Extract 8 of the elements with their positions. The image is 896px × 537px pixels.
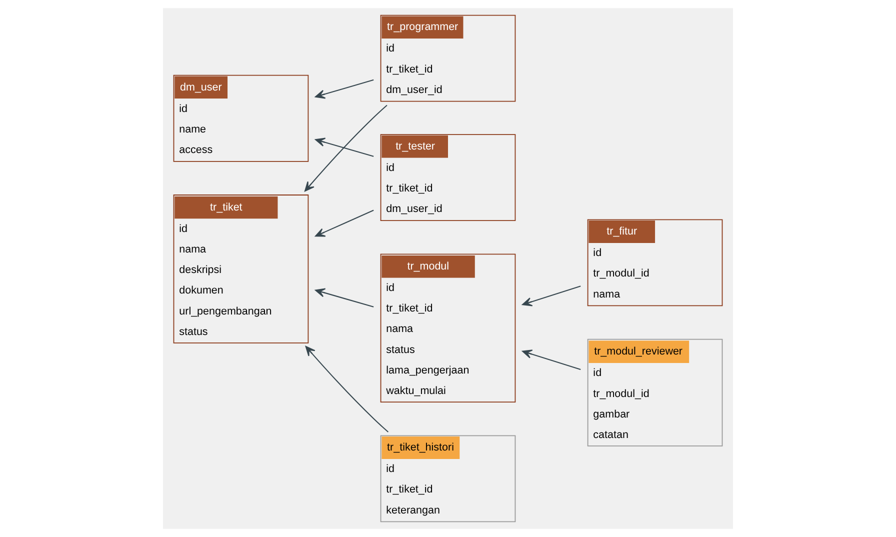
arrow (315, 210, 374, 237)
arrow (315, 288, 374, 308)
arrow (305, 346, 389, 432)
arrow (315, 138, 374, 157)
arrow (304, 104, 388, 192)
arrow (522, 350, 581, 370)
arrow (522, 286, 581, 306)
arrow (315, 79, 374, 99)
